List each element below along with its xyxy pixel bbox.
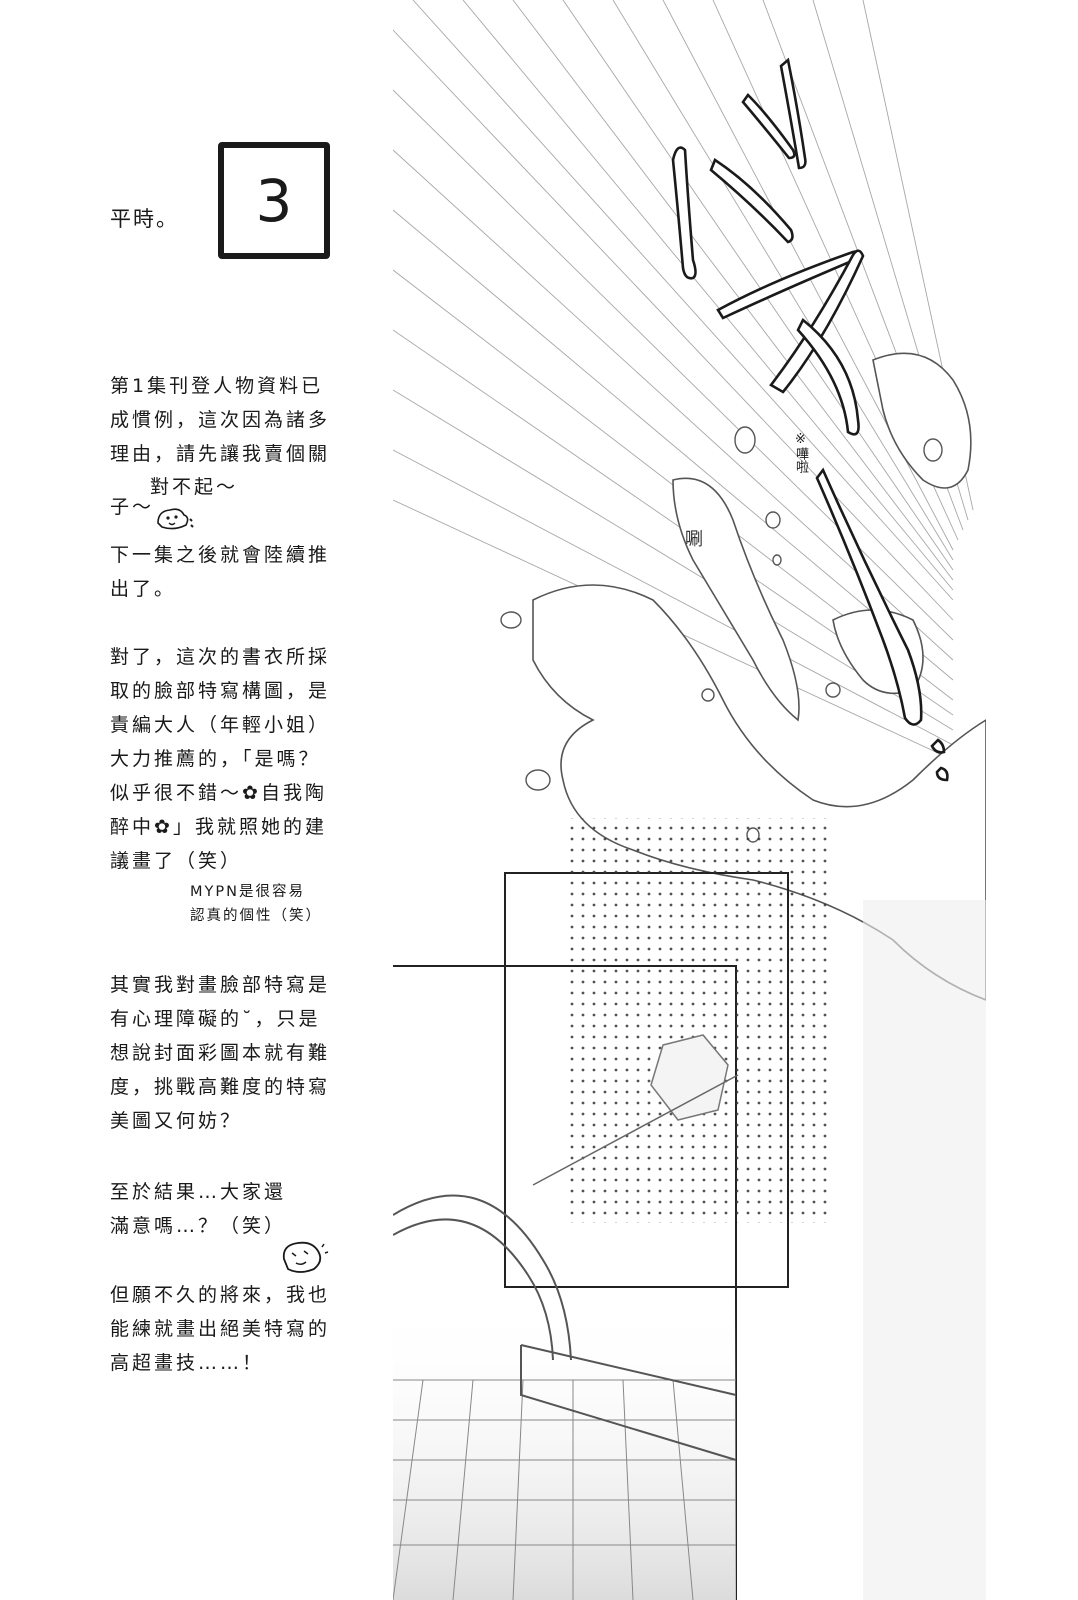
sweat-icon: ˘ — [242, 1008, 255, 1030]
note-paragraph-3: 對了，這次的書衣所採 取的臉部特寫構圖，是 責編大人（年輕小姐） 大力推薦的，「… — [110, 640, 345, 878]
doodle-face-icon — [154, 471, 198, 544]
tiled-floor — [393, 1300, 736, 1600]
apology-text: 對不起～ — [150, 476, 239, 498]
note-paragraph-3-text-d: 」我就照她的建 議畫了（笑） — [110, 816, 327, 872]
note-paragraph-2: 下一集之後就會陸續推 出了。 — [110, 544, 331, 600]
note-paragraph-1: 第1集刊登人物資料已 成慣例，這次因為諸多 理由，請先讓我賣個關 子～ — [110, 335, 340, 544]
sfx-strokes — [671, 57, 949, 782]
note-paragraph-1-text: 第1集刊登人物資料已 成慣例，這次因為諸多 理由，請先讓我賣個關 子～ — [110, 375, 331, 518]
shaded-area — [863, 900, 986, 1600]
chapter-number-box: 3 — [218, 142, 330, 259]
chapter-number: 3 — [255, 166, 293, 235]
fountain-arch — [393, 1194, 737, 1461]
note-paragraph-4-text-b: ，只是 想說封面彩圖本就有難 度，挑戰高難度的特寫 美圖又何妨？ — [110, 1008, 331, 1132]
manga-artwork-panel: ※嘩啦 唰 — [393, 0, 986, 1600]
note-paragraph-5: 至於結果…大家還 滿意嗎…？（笑） — [110, 1175, 340, 1273]
author-notes-column: 平時。 3 第1集刊登人物資料已 成慣例，這次因為諸多 理由，請先讓我賣個關 子… — [0, 0, 400, 1600]
note-paragraph-6: 但願不久的將來，我也 能練就畫出絕美特寫的 高超畫技……！ — [110, 1284, 331, 1374]
note-paragraph-3-text: 對了，這次的書衣所採 取的臉部特寫構圖，是 責編大人（年輕小姐） 大力推薦的，「… — [110, 646, 331, 804]
aside-note: MYPN是很容易 認真的個性（笑） — [190, 884, 322, 924]
flower-icon: ✿ — [242, 782, 261, 804]
note-paragraph-4-text: 其實我對畫臉部特寫是 有心理障礙的 — [110, 974, 331, 1030]
sfx-translation-note: ※嘩啦 — [793, 432, 808, 473]
note-paragraph-3-text-b: 自我陶 — [260, 782, 327, 804]
flower-icon: ✿ — [154, 816, 173, 838]
section-label: 平時。 — [110, 207, 179, 231]
hexagon-sparkle — [532, 1034, 739, 1186]
halftone-pattern — [563, 818, 833, 1223]
note-paragraph-3-text-c: 醉中 — [110, 816, 155, 838]
sfx-small-label: 唰 — [685, 529, 703, 550]
doodle-face-icon — [278, 1203, 330, 1288]
speedline-splash-illustration — [393, 0, 986, 1600]
note-paragraph-4: 其實我對畫臉部特寫是 有心理障礙的˘，只是 想說封面彩圖本就有難 度，挑戰高難度… — [110, 968, 340, 1138]
note-paragraph-5-text: 至於結果…大家還 滿意嗎…？（笑） — [110, 1181, 287, 1237]
